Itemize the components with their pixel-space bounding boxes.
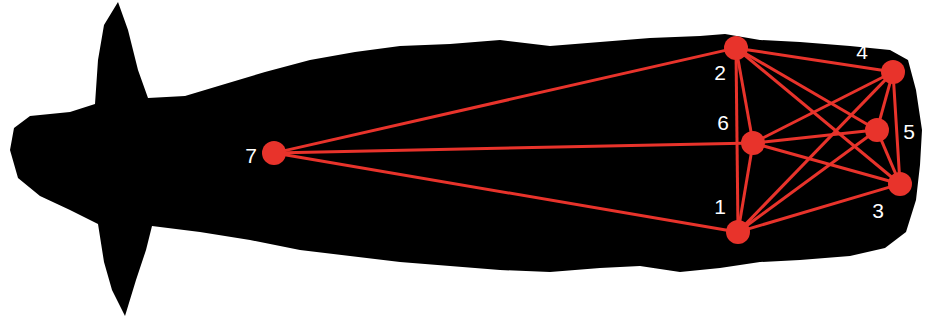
point-marker: 3: [888, 172, 912, 196]
silhouette-body: [10, 2, 922, 316]
point-marker: 4: [881, 60, 905, 84]
point-number: 7: [245, 145, 257, 167]
connector-line: [740, 154, 751, 221]
connector-line: [745, 55, 892, 177]
connector-line: [736, 59, 738, 221]
point-number: 5: [903, 121, 915, 143]
point-number: 4: [856, 41, 868, 63]
connector-line: [764, 146, 890, 181]
connector-line: [746, 80, 886, 224]
connector-line: [764, 131, 866, 142]
connector-line: [285, 155, 727, 230]
connector-line: [881, 140, 895, 174]
connector-line: [285, 50, 726, 150]
connector-line: [894, 83, 900, 173]
point-number: 1: [714, 196, 726, 218]
connector-line: [880, 83, 890, 120]
point-number: 3: [872, 200, 884, 222]
point-number: 2: [714, 62, 726, 84]
connector-line: [746, 54, 868, 125]
point-number: 6: [717, 112, 729, 134]
point-marker: 6: [741, 131, 765, 155]
point-marker: 7: [262, 141, 286, 165]
point-marker: 2: [724, 36, 748, 60]
connector-line: [285, 143, 742, 153]
connector-line: [738, 59, 751, 132]
point-marker: 5: [865, 118, 889, 142]
point-marker: 1: [726, 220, 750, 244]
connector-line: [747, 137, 868, 226]
